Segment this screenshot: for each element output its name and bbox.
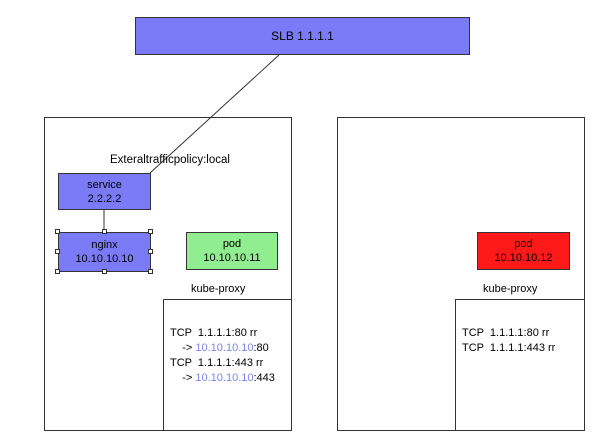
rule-line: -> 10.10.10.10:443 bbox=[170, 372, 275, 384]
selection-handle-tm[interactable] bbox=[102, 229, 107, 234]
nginx-name: nginx bbox=[91, 239, 118, 251]
rule-line: -> 10.10.10.10:80 bbox=[170, 342, 269, 354]
node-1-kube-proxy-frame bbox=[163, 299, 292, 431]
pod-ip-node-2: 10.10.10.12 bbox=[494, 252, 553, 264]
external-traffic-policy-label: Exteraltrafficpolicy:local bbox=[110, 154, 230, 166]
nginx-pod-box[interactable]: nginx 10.10.10.10 bbox=[58, 232, 151, 272]
nginx-ip: 10.10.10.10 bbox=[75, 253, 134, 265]
kube-proxy-label-node-1: kube-proxy bbox=[191, 283, 246, 295]
selection-handle-bm[interactable] bbox=[102, 269, 107, 274]
service-name: service bbox=[87, 178, 122, 191]
selection-handle-ml[interactable] bbox=[55, 249, 60, 254]
selection-handle-tl[interactable] bbox=[55, 229, 60, 234]
node-2-kube-proxy-frame bbox=[455, 299, 585, 431]
ipvs-rules-node-2: TCP 1.1.1.1:80 rr TCP 1.1.1.1:443 rr bbox=[462, 326, 555, 356]
selection-handle-tr[interactable] bbox=[148, 229, 153, 234]
selection-handle-bl[interactable] bbox=[55, 269, 60, 274]
slb-box[interactable]: SLB 1.1.1.1 bbox=[135, 17, 470, 55]
service-ip: 2.2.2.2 bbox=[87, 192, 122, 205]
selection-handle-br[interactable] bbox=[148, 269, 153, 274]
slb-label: SLB 1.1.1.1 bbox=[271, 29, 334, 43]
rule-line: TCP 1.1.1.1:80 rr bbox=[170, 327, 258, 339]
rule-line: TCP 1.1.1.1:80 rr bbox=[462, 327, 550, 339]
rule-target-ip: 10.10.10.10 bbox=[195, 372, 254, 384]
rule-line: TCP 1.1.1.1:443 rr bbox=[170, 357, 264, 369]
pod-box-node-2[interactable]: pod 10.10.10.12 bbox=[477, 232, 570, 270]
kube-proxy-label-node-2: kube-proxy bbox=[483, 283, 538, 295]
pod-name-node-2: pod bbox=[514, 238, 533, 250]
pod-ip-node-1: 10.10.10.11 bbox=[203, 252, 261, 264]
service-box[interactable]: service 2.2.2.2 bbox=[58, 173, 151, 210]
pod-box-node-1[interactable]: pod 10.10.10.11 bbox=[186, 232, 278, 270]
pod-name-node-1: pod bbox=[222, 238, 242, 250]
rule-target-ip: 10.10.10.10 bbox=[195, 342, 254, 354]
rule-line: TCP 1.1.1.1:443 rr bbox=[462, 342, 556, 354]
selection-handle-mr[interactable] bbox=[148, 249, 153, 254]
